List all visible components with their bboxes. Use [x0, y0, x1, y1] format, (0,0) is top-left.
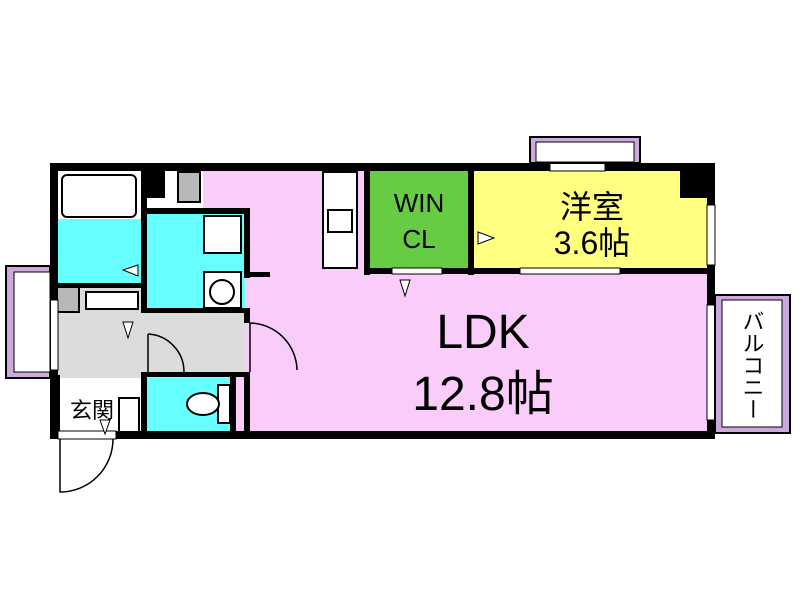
wall-toilet-right: [230, 372, 236, 437]
kitchen-sink: [327, 209, 353, 233]
outer-wall-right: [707, 163, 715, 439]
balcony-left-inner: [13, 271, 51, 373]
washbasin-bowl: [209, 279, 235, 305]
column-top-right: [680, 168, 710, 198]
western-window-top: [549, 162, 606, 172]
wall-wash-bottom: [141, 308, 250, 313]
entrance-step-marker: [99, 419, 111, 436]
balcony-right-inner: [721, 299, 783, 428]
column-left-mid: [56, 286, 80, 313]
ldk-door-swing: [249, 322, 298, 372]
wall-bath-right: [141, 195, 147, 313]
shoe-cabinet: [85, 291, 139, 310]
hallway-area: [57, 312, 245, 378]
bathroom-area: [57, 219, 141, 285]
wall-toilet-top: [141, 372, 249, 377]
wall-wic-right: [468, 168, 474, 275]
column-top-left: [141, 168, 165, 198]
wic-door-marker: [399, 279, 411, 298]
entrance-label: 玄関: [70, 398, 114, 423]
wall-hall-upper-right: [244, 308, 250, 323]
wic-label-line2: CL: [402, 224, 435, 254]
wall-entrance-left: [57, 375, 60, 433]
entrance-shelf: [118, 397, 140, 433]
wash-door-swing: [147, 333, 185, 373]
western-window-right: [706, 204, 716, 266]
ldk-window-right: [706, 304, 716, 421]
toilet-bowl: [186, 392, 220, 416]
walk-in-closet-area: [368, 170, 474, 272]
outer-wall-top: [50, 163, 715, 171]
entrance-door-swing: [59, 438, 114, 493]
balcony-label: バルコニー: [740, 310, 765, 420]
wall-wash-right: [244, 208, 250, 278]
entrance-door-gap: [57, 430, 117, 440]
wall-ldk-stub: [244, 272, 270, 277]
wall-bath-bottom: [57, 283, 145, 288]
ldk-size-label: 12.8帖: [412, 368, 553, 421]
wall-wic-left: [364, 168, 370, 275]
ldk-label: LDK: [436, 306, 529, 359]
western-room-area: [474, 170, 711, 272]
bathtub: [61, 174, 137, 218]
wall-wash-top: [141, 208, 249, 214]
column-top-mid: [177, 171, 201, 203]
western-room-label: 洋室: [560, 189, 624, 225]
wic-label-line1: WIN: [394, 188, 445, 218]
western-door-gap: [519, 267, 621, 275]
balcony-top-inner: [535, 141, 635, 163]
wall-toilet-left: [141, 372, 147, 437]
wall-hall-right: [244, 372, 250, 437]
bath-door-marker: [121, 264, 139, 277]
outer-wall-bottom: [50, 431, 715, 439]
washing-machine: [203, 215, 242, 254]
western-door-marker: [477, 231, 496, 245]
western-room-size-label: 3.6帖: [554, 225, 631, 261]
ldk-lower-area: [248, 275, 711, 434]
storage-door-marker: [122, 321, 134, 340]
wic-door-gap: [391, 267, 443, 275]
bath-window-left: [49, 299, 59, 371]
